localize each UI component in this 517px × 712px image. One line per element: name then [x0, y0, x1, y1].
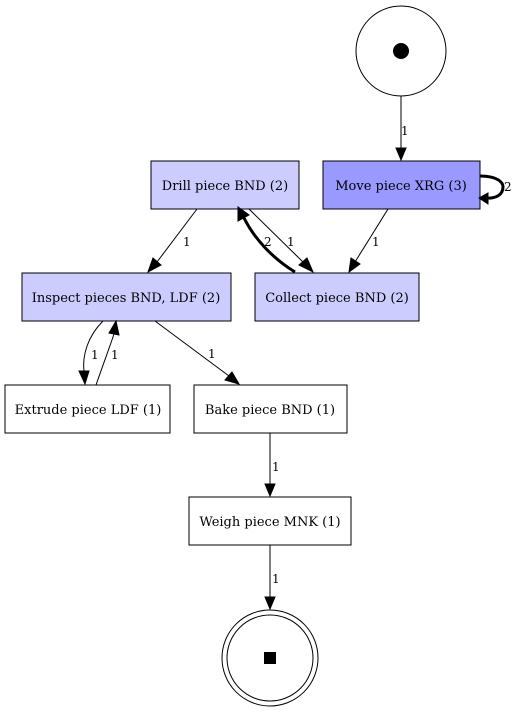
node-extrude-box: [4, 384, 171, 434]
edge-drill-collect-label: 1: [287, 235, 295, 249]
node-bake-box: [193, 384, 348, 434]
edge-move-move-label: 2: [504, 180, 512, 194]
edge-inspect-bake: 1: [154, 320, 241, 385]
node-inspect[interactable]: Inspect pieces BND, LDF (2): [21, 272, 232, 322]
node-extrude[interactable]: Extrude piece LDF (1): [4, 384, 171, 434]
node-drill[interactable]: Drill piece BND (2): [150, 160, 300, 210]
edge-inspect-extrude-label: 1: [91, 348, 99, 362]
node-collect-label: Collect piece BND (2): [265, 291, 409, 306]
end-node[interactable]: [221, 609, 319, 707]
edge-drill-inspect: 1: [147, 208, 198, 274]
edge-weigh-end-label: 1: [272, 572, 280, 586]
node-drill-box: [150, 160, 300, 210]
edge-collect-drill-label: 2: [264, 235, 272, 249]
start-node[interactable]: [355, 5, 447, 97]
node-bake-label: Bake piece BND (1): [205, 403, 335, 418]
edge-weigh-end: 1: [264, 545, 280, 611]
node-collect[interactable]: Collect piece BND (2): [254, 272, 420, 322]
node-collect-box: [254, 272, 420, 322]
edge-extrude-inspect-label: 1: [111, 348, 119, 362]
edge-drill-collect: 1: [248, 208, 314, 274]
node-move-box: [322, 160, 481, 210]
node-move-label: Move piece XRG (3): [335, 179, 467, 194]
end-square-icon: [264, 652, 276, 664]
node-inspect-label: Inspect pieces BND, LDF (2): [32, 291, 221, 306]
edge-move-move: 2: [478, 174, 512, 205]
edge-start-move-label: 1: [401, 124, 409, 138]
edge-bake-weigh: 1: [264, 433, 280, 498]
edge-collect-drill: 2: [237, 206, 296, 274]
edge-inspect-extrude: 1: [78, 320, 104, 386]
node-weigh[interactable]: Weigh piece MNK (1): [188, 496, 352, 546]
node-drill-label: Drill piece BND (2): [162, 179, 288, 194]
node-inspect-box: [21, 272, 232, 322]
edge-start-move: 1: [395, 96, 409, 162]
node-bake[interactable]: Bake piece BND (1): [193, 384, 348, 434]
start-dot-icon: [393, 43, 409, 59]
node-extrude-label: Extrude piece LDF (1): [15, 403, 162, 418]
edge-move-collect: 1: [348, 208, 389, 274]
edge-inspect-bake-label: 1: [208, 347, 216, 361]
edge-bake-weigh-label: 1: [272, 460, 280, 474]
edge-extrude-inspect: 1: [95, 319, 120, 386]
node-weigh-label: Weigh piece MNK (1): [199, 515, 340, 530]
edge-drill-inspect-label: 1: [183, 235, 191, 249]
edge-move-collect-label: 1: [372, 235, 380, 249]
node-move[interactable]: Move piece XRG (3): [322, 160, 481, 210]
